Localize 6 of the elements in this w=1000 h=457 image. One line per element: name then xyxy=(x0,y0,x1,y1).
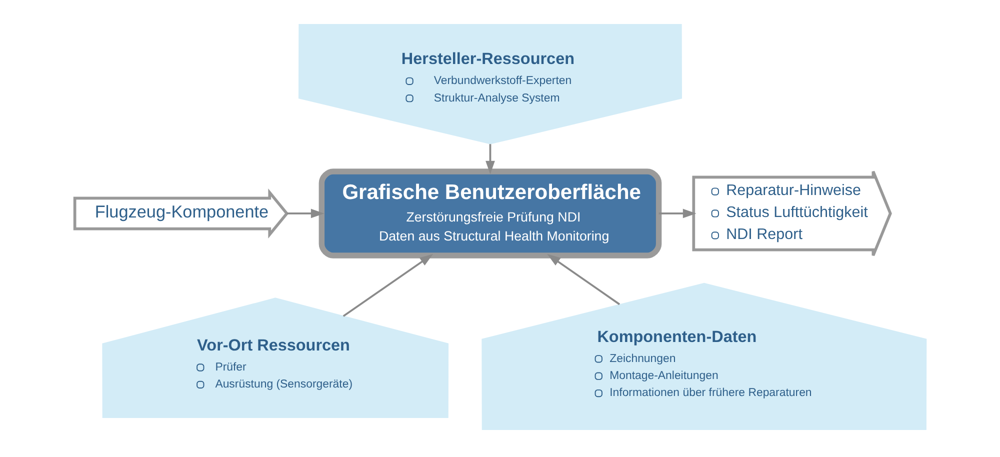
arrow xyxy=(546,254,620,306)
arrow xyxy=(485,144,494,174)
arrow xyxy=(286,208,324,218)
arrow xyxy=(342,254,433,317)
arrow xyxy=(658,208,696,218)
node-box: Grafische Benutzeroberfläche Zerstörungsfreie Prüfung NDI Daten aus Structural Health Monitoring xyxy=(318,168,662,258)
